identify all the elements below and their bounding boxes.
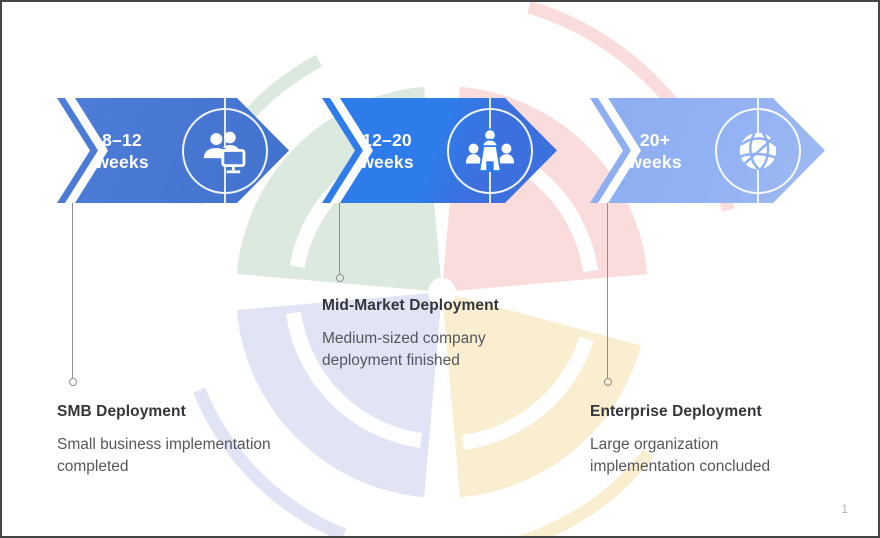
duration-range: 12–20: [362, 129, 412, 150]
duration-label: 8–12 weeks: [67, 129, 177, 173]
milestone-description: Large organization implementation conclu…: [590, 436, 771, 475]
page-number: 1: [841, 502, 848, 516]
label-block-enterprise: Enterprise Deployment Large organization…: [590, 403, 852, 477]
connector-stem: [71, 203, 74, 378]
connector-midmarket: [335, 203, 345, 282]
connector-enterprise: [603, 203, 613, 386]
icon-ring: [182, 107, 268, 194]
duration-range: 8–12: [102, 129, 142, 150]
connector-dot: [68, 378, 77, 386]
connector-dot: [335, 274, 344, 282]
milestone-description: Small business implementation completed: [57, 436, 271, 475]
milestone-title: Enterprise Deployment: [590, 403, 762, 420]
duration-unit: weeks: [95, 151, 149, 172]
milestone-arrow-enterprise: 20+ weeks: [590, 98, 825, 203]
duration-label: 12–20 weeks: [332, 129, 442, 173]
milestone-arrow-midmarket: 12–20 weeks: [322, 98, 557, 203]
connector-smb: [68, 203, 78, 386]
milestone-arrow-smb: 8–12 weeks: [57, 98, 289, 203]
global-network-icon: [739, 131, 777, 170]
connector-stem: [606, 203, 609, 378]
icon-ring: [715, 107, 801, 194]
label-block-midmarket: Mid-Market Deployment Medium-sized compa…: [322, 297, 584, 371]
team-meeting-icon: [465, 127, 515, 172]
milestone-title: Mid-Market Deployment: [322, 297, 499, 314]
duration-unit: weeks: [628, 151, 682, 172]
duration-label: 20+ weeks: [600, 129, 710, 173]
connector-dot: [603, 378, 612, 386]
milestone-title: SMB Deployment: [57, 403, 186, 420]
duration-range: 20+: [639, 129, 671, 150]
connector-stem: [338, 203, 341, 274]
milestone-description: Medium-sized company deployment finished: [322, 330, 486, 369]
duration-unit: weeks: [360, 151, 414, 172]
icon-ring: [447, 107, 533, 194]
people-computer-icon: [201, 130, 246, 173]
label-block-smb: SMB Deployment Small business implementa…: [57, 403, 319, 477]
